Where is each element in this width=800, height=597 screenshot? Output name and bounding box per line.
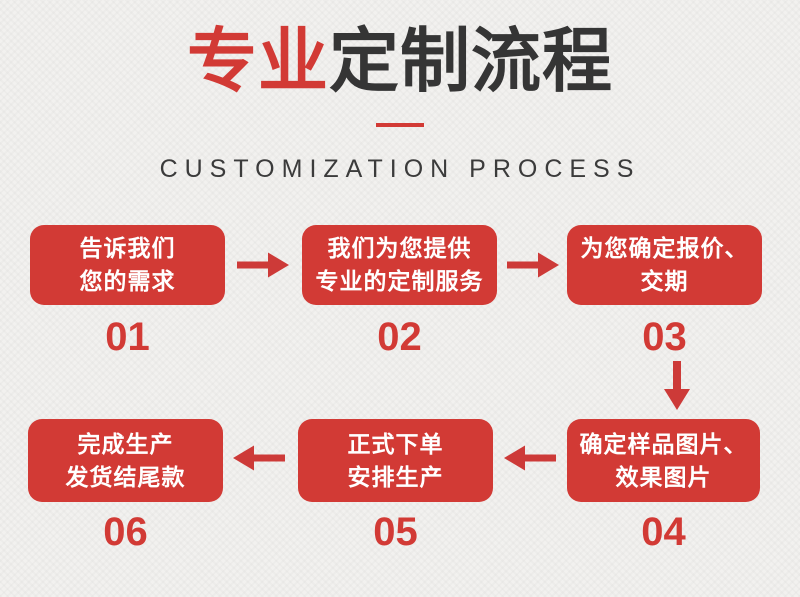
- step-2-line2: 专业的定制服务: [315, 268, 484, 294]
- step-box-1: 告诉我们 您的需求: [30, 225, 225, 305]
- step-5-line1: 正式下单: [347, 430, 444, 457]
- step-box-4: 确定样品图片、 效果图片: [567, 419, 760, 502]
- step-number-6: 06: [103, 510, 148, 554]
- page-title: 专业定制流程: [0, 20, 800, 103]
- step-number-3: 03: [642, 315, 687, 359]
- step-3-line1: 为您确定报价、: [580, 235, 749, 261]
- step-3-line2: 交期: [640, 268, 689, 294]
- arrow-left-icon: [233, 443, 285, 473]
- step-1-line1: 告诉我们: [79, 235, 176, 261]
- step-number-2: 02: [377, 315, 422, 359]
- step-4-line1: 确定样品图片、: [579, 430, 748, 457]
- step-6-line1: 完成生产: [77, 430, 174, 457]
- arrow-right-icon: [237, 250, 289, 280]
- arrow-right-icon: [507, 250, 559, 280]
- step-5-line2: 安排生产: [347, 463, 444, 490]
- step-number-4: 04: [641, 510, 686, 554]
- title-divider: [376, 123, 424, 127]
- title-rest: 定制流程: [329, 22, 613, 100]
- step-6-line2: 发货结尾款: [65, 463, 186, 490]
- arrow-down-icon: [662, 361, 692, 410]
- step-box-6: 完成生产 发货结尾款: [28, 419, 223, 502]
- title-highlight: 专业: [187, 22, 329, 100]
- step-box-2: 我们为您提供 专业的定制服务: [302, 225, 497, 305]
- arrow-left-icon: [504, 443, 556, 473]
- step-4-line2: 效果图片: [615, 463, 712, 490]
- step-number-5: 05: [373, 510, 418, 554]
- step-box-5: 正式下单 安排生产: [298, 419, 493, 502]
- step-2-line1: 我们为您提供: [327, 235, 472, 261]
- step-1-line2: 您的需求: [79, 268, 176, 294]
- step-box-3: 为您确定报价、 交期: [567, 225, 762, 305]
- subtitle: CUSTOMIZATION PROCESS: [159, 155, 641, 183]
- step-number-1: 01: [105, 315, 150, 359]
